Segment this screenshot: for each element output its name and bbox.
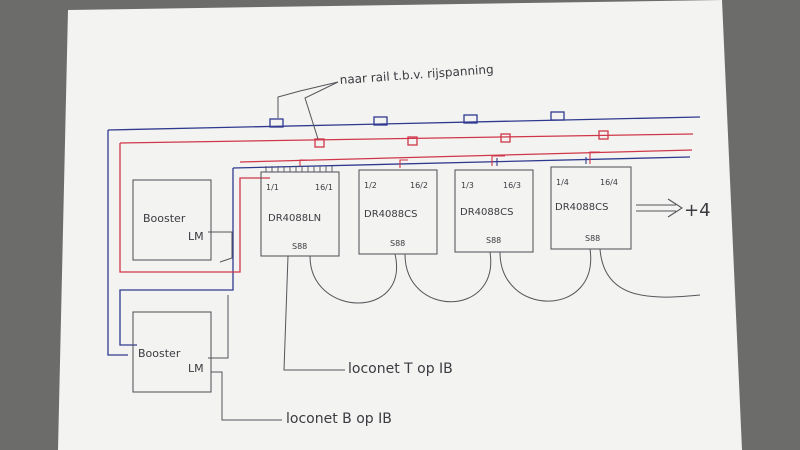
red-rail-wire	[119, 133, 694, 273]
expansion-arrow: +4	[636, 198, 711, 221]
module-3: 1/3 16/3 DR4088CS S88	[454, 169, 534, 253]
module-2-port-right: 16/2	[410, 181, 428, 190]
loconet-b: loconet B op IB	[211, 371, 392, 427]
blue-rail-wire	[107, 116, 701, 356]
paper-sheet	[58, 0, 742, 450]
module-1-s88: S88	[292, 242, 307, 251]
module-wire-links	[299, 151, 600, 168]
loconet-b-label: loconet B op IB	[286, 411, 392, 427]
module-3-s88: S88	[486, 236, 501, 245]
module-4-name: DR4088CS	[555, 202, 608, 213]
booster-lower-sublabel: LM	[188, 362, 204, 375]
loconet-t: loconet T op IB	[283, 255, 453, 377]
module-3-name: DR4088CS	[460, 207, 513, 218]
expansion-label: +4	[684, 200, 711, 221]
module-3-port-left: 1/3	[461, 181, 474, 190]
module-1: 1/1 16/1 DR4088LN S88	[260, 166, 340, 257]
module-1-port-left: 1/1	[266, 183, 279, 192]
module-4-port-left: 1/4	[556, 178, 569, 187]
module-1-port-right: 16/1	[315, 183, 333, 192]
module-1-name: DR4088LN	[268, 213, 321, 224]
red-clips	[314, 130, 609, 148]
module-4: 1/4 16/4 DR4088CS S88	[550, 166, 632, 250]
loconet-t-label: loconet T op IB	[348, 361, 453, 377]
module-2-name: DR4088CS	[364, 209, 417, 220]
module-4-s88: S88	[585, 234, 600, 243]
blue-clips	[269, 111, 565, 128]
booster-upper-sublabel: LM	[188, 230, 204, 243]
module-2-port-left: 1/2	[364, 181, 377, 190]
booster-lower: Booster LM	[132, 295, 229, 393]
booster-upper: Booster LM	[132, 179, 233, 263]
module-2: 1/2 16/2 DR4088CS S88	[358, 169, 438, 255]
module-2-s88: S88	[390, 239, 405, 248]
module-4-port-right: 16/4	[600, 178, 618, 187]
booster-upper-label: Booster	[143, 212, 186, 225]
module-3-port-right: 16/3	[503, 181, 521, 190]
booster-lower-label: Booster	[138, 347, 181, 360]
s88-bus-cables	[309, 248, 701, 304]
